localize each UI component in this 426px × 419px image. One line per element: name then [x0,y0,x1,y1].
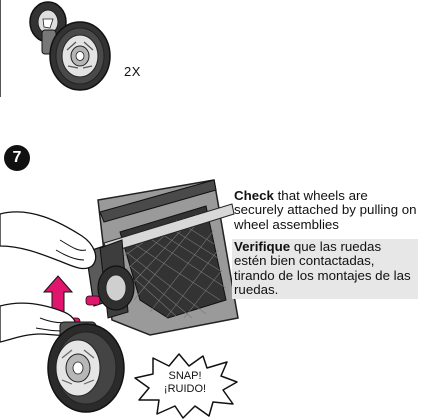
snap-sound-text: SNAP! ¡RUIDO! [150,370,220,396]
upper-hand [0,211,97,270]
english-body: that wheels are securely attached by pul… [234,188,417,232]
quantity-label: 2X [124,64,141,79]
snap-english: SNAP! [168,370,202,382]
spanish-instruction: Verifique que las ruedas estén bien cont… [232,239,418,299]
bottom-wheel [47,323,125,413]
step-number-badge: 7 [4,145,30,171]
pink-latch-upper [85,295,101,306]
spanish-body: que las ruedas estén bien contactadas, t… [234,239,411,298]
stroller-wheel-check-illustration [0,179,239,413]
frame-top-tube [99,179,217,223]
back-wheel [29,1,67,43]
snap-spanish: ¡RUIDO! [163,383,207,395]
spanish-keyword: Verifique [234,239,291,254]
english-instruction: Check that wheels are securely attached … [234,188,418,232]
wheel-pair-illustration [29,1,111,91]
page-left-rule [0,0,1,97]
english-keyword: Check [234,188,274,203]
front-wheel [49,21,111,91]
snap-sound-burst [134,353,238,419]
